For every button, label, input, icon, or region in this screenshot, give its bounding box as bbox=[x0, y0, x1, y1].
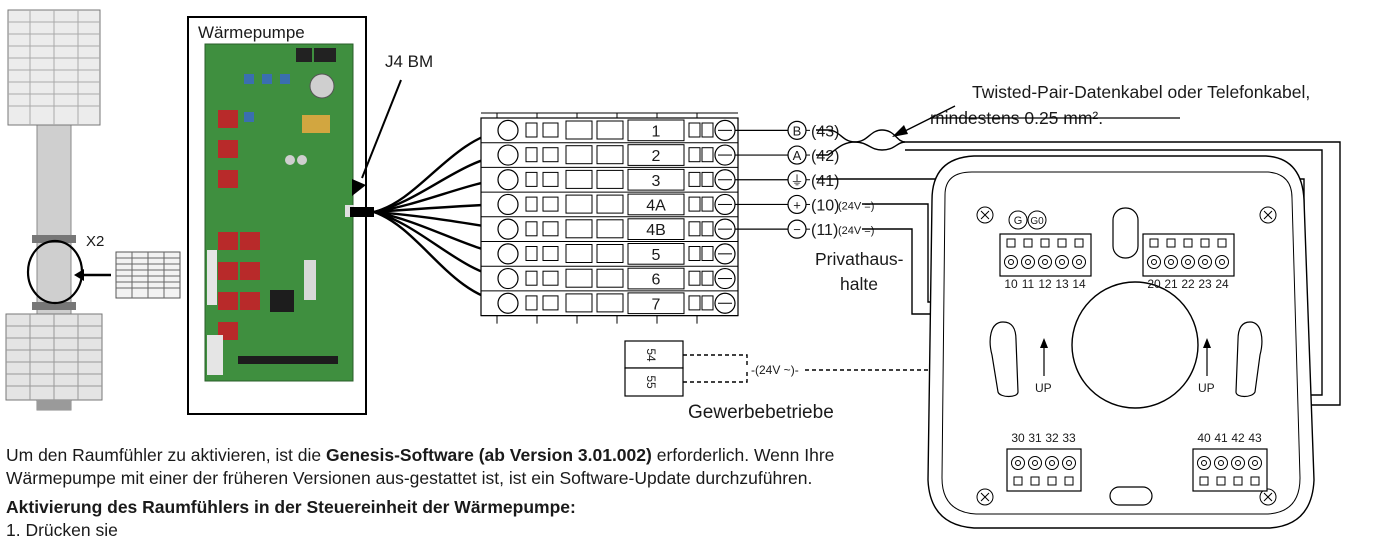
sensor-terminal-number: 42 bbox=[1231, 431, 1245, 445]
wire-marker-number: (10) bbox=[811, 197, 839, 214]
businesses-label: Gewerbebetriebe bbox=[688, 402, 834, 423]
terminal-row: 1 bbox=[481, 119, 738, 144]
terminal-row-label: 7 bbox=[652, 296, 661, 313]
j4-bm-label: J4 BM bbox=[385, 52, 433, 71]
sensor-terminal-number: 20 bbox=[1147, 277, 1161, 291]
step-1: 1. Drücken sie bbox=[6, 520, 118, 540]
dc-voltage-label: (24V =) bbox=[838, 200, 874, 212]
terminal-row-label: 6 bbox=[652, 272, 661, 289]
ac-voltage-label: -(24V ~)- bbox=[751, 363, 799, 377]
up-arrow-right bbox=[1203, 338, 1211, 376]
sensor-terminal-number: 23 bbox=[1198, 277, 1212, 291]
ac-voltage: 24V ~ bbox=[759, 363, 791, 377]
sensor-terminal-number: 12 bbox=[1038, 277, 1052, 291]
screw-bottom-left bbox=[976, 488, 994, 506]
terminal-row-label: 5 bbox=[652, 247, 661, 264]
wire-marker: B (43) bbox=[735, 120, 839, 140]
twisted-pair-pointer bbox=[892, 105, 956, 137]
up-label-left: UP bbox=[1035, 381, 1052, 395]
terminal-row-label: 2 bbox=[652, 148, 661, 165]
bottom-slot bbox=[1109, 486, 1153, 506]
households-line1: Privathaus- bbox=[815, 249, 904, 269]
sensor-terminal-number: 13 bbox=[1055, 277, 1069, 291]
x2-label: X2 bbox=[86, 233, 104, 250]
pcb-board bbox=[204, 43, 354, 382]
sensor-terminal-number: 24 bbox=[1215, 277, 1229, 291]
p2: Wärmepumpe mit einer der früheren Versio… bbox=[6, 468, 813, 488]
wire-marker: + (10) bbox=[735, 194, 839, 214]
wire-marker: −(11) bbox=[735, 219, 838, 239]
sensor-terminal-number: 10 bbox=[1004, 277, 1018, 291]
terminal-row: 4B bbox=[481, 218, 738, 242]
wire-marker-symbol: A bbox=[793, 148, 802, 163]
sensor-terminal-number: 31 bbox=[1028, 431, 1042, 445]
sensor-terminal-number: 32 bbox=[1045, 431, 1059, 445]
p1-bold: Genesis-Software (ab Version 3.01.002) bbox=[326, 445, 652, 465]
terminal-row: 7 bbox=[481, 292, 738, 317]
terminal-row: 6 bbox=[481, 267, 738, 292]
sensor-terminal-number: 43 bbox=[1248, 431, 1262, 445]
plug-terminal-55: 55 bbox=[644, 375, 658, 389]
keyhole-left bbox=[989, 321, 1019, 398]
sensor-g0-marker: G0 bbox=[1027, 210, 1047, 230]
wire-marker-symbol: B bbox=[793, 123, 802, 138]
terminal-row-label: 1 bbox=[652, 123, 661, 140]
screw-top-left bbox=[976, 206, 994, 224]
screw-top-right bbox=[1259, 206, 1277, 224]
screw-bottom-right bbox=[1259, 488, 1277, 506]
zoom-arrow bbox=[74, 269, 111, 281]
sensor-terminal-number: 22 bbox=[1181, 277, 1195, 291]
wire-marker-symbol: ⏚ bbox=[790, 173, 803, 188]
j4-connector bbox=[350, 207, 374, 217]
wire-marker-number: (41) bbox=[811, 173, 839, 190]
terminal-row: 2 bbox=[481, 144, 738, 168]
sensor-terminal-number: 11 bbox=[1022, 277, 1035, 291]
sensor-terminal-number: 41 bbox=[1214, 431, 1228, 445]
up-arrow-left bbox=[1040, 338, 1048, 376]
terminal-row-label: 4B bbox=[646, 222, 666, 239]
plug-terminal-54: 54 bbox=[644, 348, 658, 362]
sensor-g0-text: G0 bbox=[1030, 216, 1044, 227]
keyhole-right bbox=[1235, 321, 1263, 398]
sensor-terminal-number: 14 bbox=[1072, 277, 1086, 291]
households-line2: halte bbox=[840, 274, 878, 294]
terminal-row-label: 3 bbox=[652, 173, 661, 190]
terminal-row: 3 bbox=[481, 168, 738, 193]
sensor-terminal-number: 40 bbox=[1197, 431, 1211, 445]
plug-54-55: 54 55 bbox=[624, 340, 684, 397]
activation-heading: Aktivierung des Raumfühlers in der Steue… bbox=[6, 497, 576, 517]
sensor-terminal-number: 33 bbox=[1062, 431, 1076, 445]
wire-marker-number: (43) bbox=[811, 123, 839, 140]
p1-start: Um den Raumfühler zu aktivieren, ist die bbox=[6, 445, 326, 465]
wire-marker-symbol: − bbox=[793, 222, 801, 237]
dc-voltage-label: (24V =) bbox=[838, 225, 874, 237]
wire-markers: B(43)A(42)⏚(41)+(10)−(11)(24V =)(24V =) bbox=[735, 120, 874, 239]
sensor-g-marker: G bbox=[1008, 210, 1028, 230]
cable-note-line1: Twisted-Pair-Datenkabel oder Telefonkabe… bbox=[972, 82, 1310, 102]
zoomed-terminal-strip bbox=[115, 251, 181, 299]
wire-marker: ⏚ (41) bbox=[735, 170, 839, 190]
intro-paragraph: Um den Raumfühler zu aktivieren, ist die… bbox=[6, 444, 941, 490]
terminal-block: 1 2 3 4A 4B 5 6 7 bbox=[480, 112, 739, 324]
din-rail bbox=[5, 9, 103, 411]
heat-pump-label: Wärmepumpe bbox=[198, 23, 305, 42]
top-slot bbox=[1112, 207, 1139, 259]
sensor-terminal-number: 21 bbox=[1164, 277, 1178, 291]
wire-marker-symbol: + bbox=[793, 197, 801, 212]
terminal-row-label: 4A bbox=[646, 197, 666, 214]
sensor-g-text: G bbox=[1014, 215, 1023, 227]
wire-marker-number: (11) bbox=[811, 222, 838, 239]
terminal-row: 5 bbox=[481, 243, 738, 267]
p1-end: erforderlich. Wenn Ihre bbox=[651, 445, 835, 465]
j4-pointer-arrow bbox=[352, 79, 402, 196]
sensor-terminal-number: 30 bbox=[1011, 431, 1025, 445]
up-label-right: UP bbox=[1198, 381, 1215, 395]
